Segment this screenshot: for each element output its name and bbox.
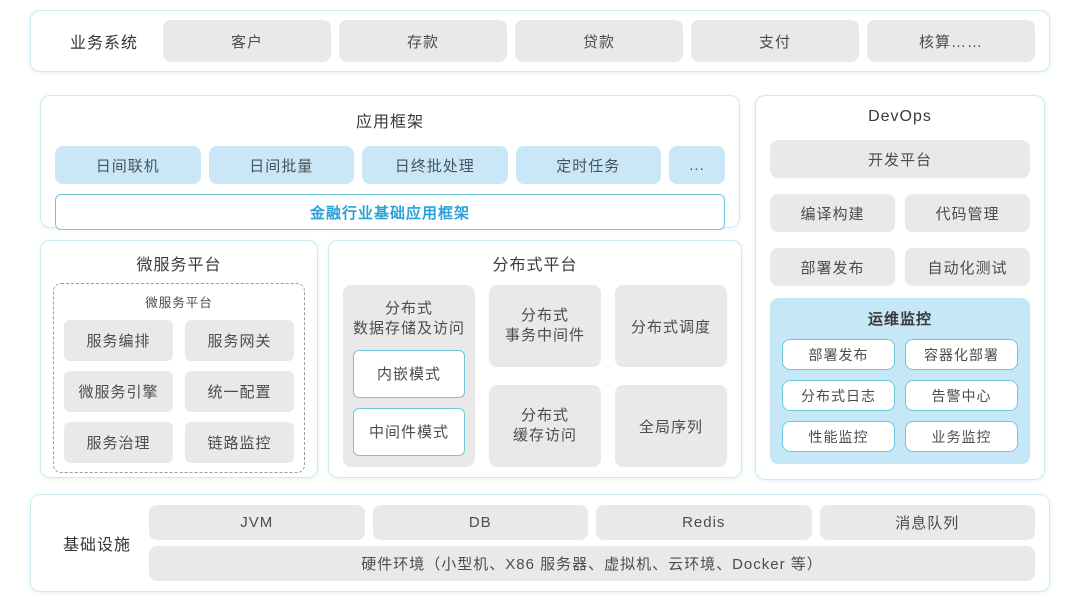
dev-platform-box: 开发平台 xyxy=(770,140,1030,178)
microservice-platform-title: 微服务平台 xyxy=(136,257,222,274)
devops-panel: DevOps 开发平台 编译构建 代码管理 部署发布 自动化测试 运维监控 部署… xyxy=(755,95,1045,480)
tool-code-management: 代码管理 xyxy=(905,194,1030,232)
module-daytime-batch: 日间批量 xyxy=(208,146,354,184)
infra-message-queue: 消息队列 xyxy=(819,505,1035,540)
module-eod-batch: 日终批处理 xyxy=(362,146,508,184)
tool-deploy-release: 部署发布 xyxy=(770,248,895,286)
distributed-storage-label: 分布式 数据存储及访问 xyxy=(353,299,465,340)
module-scheduled-task: 定时任务 xyxy=(515,146,661,184)
ms-service-governance: 服务治理 xyxy=(64,422,173,463)
distributed-transaction-box: 分布式 事务中间件 xyxy=(489,285,601,367)
ms-service-orchestration: 服务编排 xyxy=(64,320,173,361)
business-systems-label: 业务系统 xyxy=(69,35,138,52)
distributed-scheduler-box: 分布式调度 xyxy=(615,285,727,367)
monitor-business: 业务监控 xyxy=(905,421,1018,452)
business-item-deposit: 存款 xyxy=(339,20,507,62)
tool-compile-build: 编译构建 xyxy=(770,194,895,232)
distributed-right-column: 分布式调度 全局序列 xyxy=(615,285,727,467)
distributed-storage-label-line2: 数据存储及访问 xyxy=(353,320,466,338)
monitor-alert-center: 告警中心 xyxy=(905,380,1018,411)
business-item-accounting: 核算…… xyxy=(867,20,1035,62)
monitor-container-deploy: 容器化部署 xyxy=(905,339,1018,370)
global-sequence-box: 全局序列 xyxy=(615,385,727,467)
infra-db: DB xyxy=(372,505,588,540)
ms-service-gateway: 服务网关 xyxy=(185,320,294,361)
infra-jvm: JVM xyxy=(149,505,365,540)
ms-link-monitoring: 链路监控 xyxy=(185,422,294,463)
ms-unified-config: 统一配置 xyxy=(185,371,294,412)
distributed-platform-title: 分布式平台 xyxy=(492,257,578,274)
infrastructure-row: JVM DB Redis 消息队列 xyxy=(149,505,1035,540)
microservice-grid: 服务编排 服务网关 微服务引擎 统一配置 服务治理 链路监控 xyxy=(64,320,294,463)
microservice-inner-title: 微服务平台 xyxy=(145,296,213,310)
monitor-performance: 性能监控 xyxy=(782,421,895,452)
ms-microservice-engine: 微服务引擎 xyxy=(64,371,173,412)
business-item-payment: 支付 xyxy=(691,20,859,62)
infra-redis: Redis xyxy=(596,505,812,540)
microservice-platform-panel: 微服务平台 微服务平台 服务编排 服务网关 微服务引擎 统一配置 服务治理 链路… xyxy=(40,240,318,478)
monitor-distributed-log: 分布式日志 xyxy=(782,380,895,411)
module-daytime-online: 日间联机 xyxy=(55,146,201,184)
distributed-platform-panel: 分布式平台 分布式 数据存储及访问 内嵌模式 中间件模式 分布式 事务中间件 xyxy=(328,240,742,478)
business-item-loan: 贷款 xyxy=(515,20,683,62)
distributed-cache-box: 分布式 缓存访问 xyxy=(489,385,601,467)
ops-monitor-grid: 部署发布 容器化部署 分布式日志 告警中心 性能监控 业务监控 xyxy=(782,339,1018,452)
storage-mode-embedded: 内嵌模式 xyxy=(353,349,465,398)
distributed-transaction-line2: 事务中间件 xyxy=(504,327,585,344)
distributed-transaction-label: 分布式 事务中间件 xyxy=(505,306,585,347)
business-item-customer: 客户 xyxy=(163,20,331,62)
distributed-middle-column: 分布式 事务中间件 分布式 缓存访问 xyxy=(489,285,601,467)
distributed-cache-line2: 缓存访问 xyxy=(512,427,577,444)
devops-tools-grid: 编译构建 代码管理 部署发布 自动化测试 xyxy=(770,194,1030,286)
financial-base-framework: 金融行业基础应用框架 xyxy=(55,194,725,230)
distributed-storage-box: 分布式 数据存储及访问 内嵌模式 中间件模式 xyxy=(343,285,475,467)
application-framework-title: 应用框架 xyxy=(355,114,424,131)
devops-title: DevOps xyxy=(868,108,932,125)
storage-mode-middleware: 中间件模式 xyxy=(353,407,465,456)
application-framework-panel: 应用框架 日间联机 日间批量 日终批处理 定时任务 ... 金融行业基础应用框架 xyxy=(40,95,740,230)
module-more: ... xyxy=(669,146,725,184)
ops-monitor-container: 运维监控 部署发布 容器化部署 分布式日志 告警中心 性能监控 业务监控 xyxy=(770,298,1030,464)
business-systems-row: 客户 存款 贷款 支付 核算…… xyxy=(163,20,1035,62)
distributed-transaction-line1: 分布式 xyxy=(520,306,569,324)
ops-monitor-title: 运维监控 xyxy=(867,311,932,328)
distributed-cache-label: 分布式 缓存访问 xyxy=(513,406,577,447)
application-framework-modules: 日间联机 日间批量 日终批处理 定时任务 ... xyxy=(55,146,725,184)
tool-automated-testing: 自动化测试 xyxy=(905,248,1030,286)
distributed-grid: 分布式 数据存储及访问 内嵌模式 中间件模式 分布式 事务中间件 分布式 缓存访… xyxy=(343,285,727,467)
microservice-inner-container: 微服务平台 服务编排 服务网关 微服务引擎 统一配置 服务治理 链路监控 xyxy=(53,283,305,473)
distributed-storage-label-line1: 分布式 xyxy=(384,300,433,317)
infrastructure-stack: JVM DB Redis 消息队列 硬件环境（小型机、X86 服务器、虚拟机、云… xyxy=(149,505,1035,581)
monitor-deploy-release: 部署发布 xyxy=(782,339,895,370)
infrastructure-panel: 基础设施 JVM DB Redis 消息队列 硬件环境（小型机、X86 服务器、… xyxy=(30,494,1050,592)
hardware-environment-box: 硬件环境（小型机、X86 服务器、虚拟机、云环境、Docker 等） xyxy=(149,546,1035,581)
business-systems-panel: 业务系统 客户 存款 贷款 支付 核算…… xyxy=(30,10,1050,72)
distributed-cache-line1: 分布式 xyxy=(520,406,569,424)
infrastructure-label: 基础设施 xyxy=(62,537,131,554)
